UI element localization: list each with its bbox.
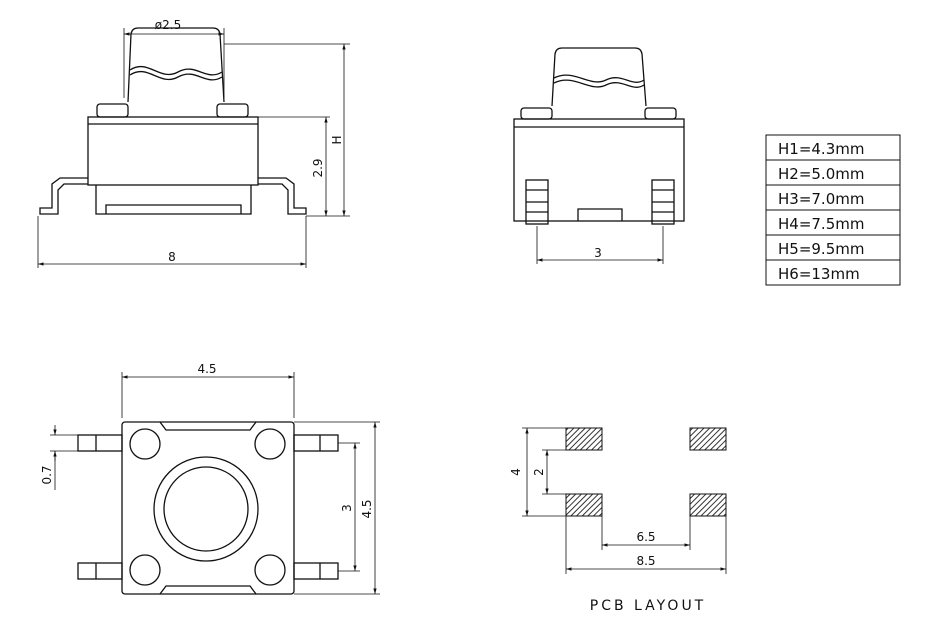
front-view-dimensions — [536, 226, 664, 264]
height-table-row: H4=7.5mm — [778, 215, 864, 233]
side-view-dimensions — [37, 28, 350, 268]
height-table-row: H5=9.5mm — [778, 240, 864, 258]
pcb-layout-title: PCB LAYOUT — [590, 598, 707, 614]
front-view-shoulder-right — [644, 107, 677, 120]
front-view — [513, 47, 685, 225]
side-view-base — [95, 185, 252, 215]
front-view-cap-wave — [553, 74, 645, 83]
side-view-cap-wave-2 — [129, 70, 223, 81]
body-width-label: 4.5 — [197, 362, 216, 376]
height-table-row: H6=13mm — [778, 265, 860, 283]
body-depth-label: 4.5 — [360, 499, 374, 518]
front-view-cap — [551, 47, 647, 107]
overall-width-label: 8 — [168, 250, 176, 264]
lead-pitch-label: 3 — [594, 246, 602, 260]
top-view-corner-left-bottom — [129, 554, 161, 586]
height-table — [765, 134, 901, 286]
front-view-cap-wave-2 — [553, 79, 645, 88]
top-view-body — [121, 421, 295, 595]
pcb-pad — [689, 427, 727, 451]
pcb-layout — [565, 427, 727, 517]
lead-width-label: 0.7 — [40, 465, 54, 484]
top-view-actuator-inner — [163, 466, 249, 552]
inner-pitch-label: 6.5 — [636, 530, 655, 544]
side-view-cap — [127, 27, 225, 103]
top-view-lead-right-bottom — [293, 562, 339, 580]
body-height-label: 2.9 — [311, 158, 325, 177]
side-view-lead-left — [39, 177, 88, 215]
top-view-corner-left-top — [129, 428, 161, 460]
height-table-row: H1=4.3mm — [778, 140, 864, 158]
side-view-cap-wave — [129, 65, 223, 76]
cap-diameter-label: ø2.5 — [155, 18, 181, 32]
top-view-lead-right-top — [293, 434, 339, 452]
height-label: H — [330, 135, 344, 144]
side-view-shoulder-left — [96, 103, 129, 118]
top-view-corner-right-bottom — [254, 554, 286, 586]
top-view-lead-left-bottom — [77, 562, 123, 580]
top-view — [77, 421, 339, 595]
top-view-lead-left-top — [77, 434, 123, 452]
top-view-dimensions — [50, 372, 380, 595]
side-view-lead-right — [258, 177, 307, 215]
top-view-corner-right-top — [254, 428, 286, 460]
side-view-body — [87, 116, 259, 186]
side-view-shoulder-right — [216, 103, 249, 118]
outer-pitch-label: 8.5 — [636, 554, 655, 568]
front-view-body — [513, 118, 685, 222]
top-view-actuator-outer — [153, 456, 259, 562]
pcb-pad — [565, 493, 603, 517]
pad-gap-label: 2 — [532, 468, 546, 476]
side-view — [39, 27, 307, 215]
height-table-row: H3=7.0mm — [778, 190, 864, 208]
pcb-pad — [689, 493, 727, 517]
pcb-pad — [565, 427, 603, 451]
height-table-row: H2=5.0mm — [778, 165, 864, 183]
pad-row-pitch-label: 4 — [509, 468, 523, 476]
pcb-layout-dimensions — [522, 427, 727, 574]
front-view-shoulder-left — [520, 107, 553, 120]
lead-spacing-label: 3 — [340, 504, 354, 512]
